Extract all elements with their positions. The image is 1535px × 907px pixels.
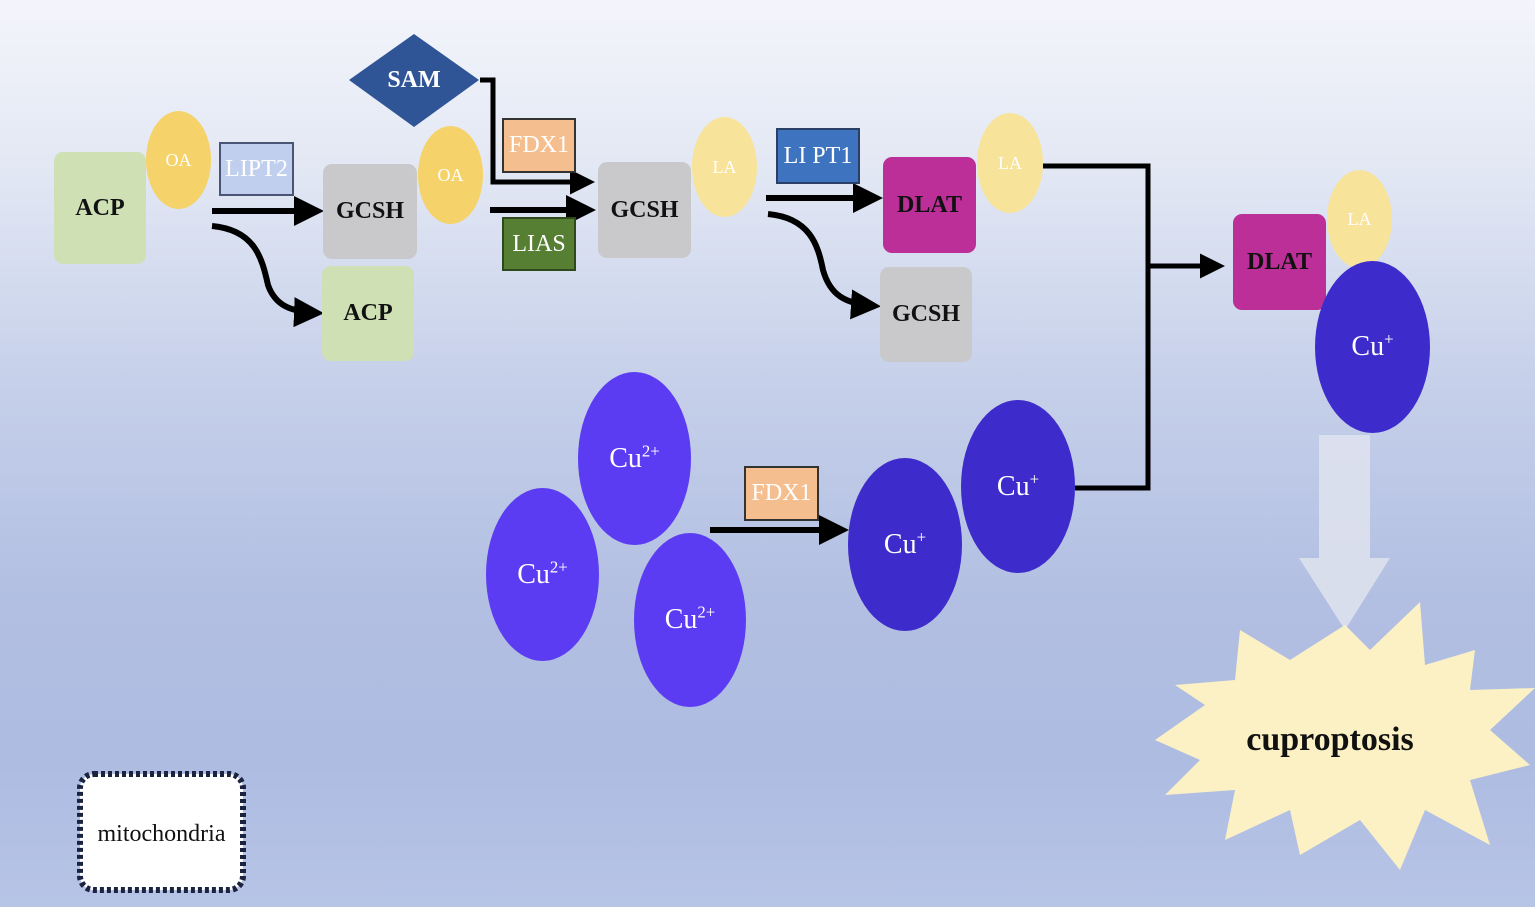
lipt1-enzyme: LI PT1 (776, 128, 860, 184)
acp-bottom-node: ACP (322, 266, 414, 361)
gcsh-3-label: GCSH (891, 301, 960, 327)
arrow-sam-to-gcsh (480, 77, 595, 195)
sam-diamond (349, 34, 479, 127)
gcsh-2-node: GCSH (598, 162, 691, 258)
cuproptosis-arrow (1299, 435, 1390, 630)
gcsh-1-node: GCSH (323, 164, 417, 259)
cu2-ion-3: Cu2+ (634, 533, 746, 707)
acp-bottom-label: ACP (343, 300, 393, 326)
dlat-1-label: DLAT (897, 191, 962, 218)
lipt2-enzyme: LIPT2 (219, 142, 294, 196)
cu2-ion-1-label: Cu2+ (609, 441, 660, 474)
dlat-2-node: DLAT (1233, 214, 1326, 310)
arrow-gcsh-release (767, 211, 881, 320)
gcsh-3-node: GCSH (880, 267, 972, 362)
fdx1-top-label: FDX1 (508, 132, 569, 158)
cu1-ion-2: Cu+ (961, 400, 1075, 573)
cu2-ion-1: Cu2+ (578, 372, 691, 545)
cu2-ion-3-label: Cu2+ (664, 602, 716, 635)
oa-2-node: OA (418, 126, 483, 224)
la-3-node: LA (1327, 170, 1392, 268)
dlat-2-label: DLAT (1247, 248, 1312, 275)
oa-2-label: OA (437, 164, 464, 185)
lipt2-label: LIPT2 (225, 155, 288, 182)
cu1-bound-label: Cu+ (1351, 329, 1394, 362)
line-dlat-to-junction (1043, 163, 1151, 491)
lias-label: LIAS (512, 230, 566, 257)
cu1-ion-1: Cu+ (848, 458, 962, 631)
la-2-node: LA (977, 113, 1043, 213)
acp-left-label: ACP (75, 194, 125, 221)
la-3-label: LA (1347, 208, 1372, 229)
mitochondria-border (77, 771, 246, 893)
cu2-ion-2-label: Cu2+ (517, 557, 568, 590)
lipt1-label: LI PT1 (783, 142, 853, 169)
lias-enzyme: LIAS (502, 217, 576, 271)
cu2-ion-2: Cu2+ (486, 488, 599, 661)
cuproptosis-label: cuproptosis (1246, 721, 1414, 758)
oa-1-label: OA (165, 149, 192, 170)
acp-left-node: ACP (54, 152, 146, 264)
dlat-1-node: DLAT (883, 157, 976, 253)
fdx1-bottom-label: FDX1 (751, 480, 812, 506)
cu1-bound-node: Cu+ (1315, 261, 1430, 433)
sam-label: SAM (387, 66, 441, 93)
fdx1-bottom-enzyme: FDX1 (744, 466, 819, 521)
la-1-node: LA (692, 117, 757, 217)
cu1-ion-2-label: Cu+ (996, 469, 1040, 502)
fdx1-top-enzyme: FDX1 (502, 118, 576, 173)
gcsh-2-label: GCSH (610, 196, 679, 223)
arrow-acp-release (211, 223, 324, 328)
la-2-label: LA (998, 152, 1022, 173)
gcsh-1-label: GCSH (335, 198, 404, 224)
la-1-label: LA (712, 156, 737, 177)
cu1-ion-1-label: Cu+ (883, 527, 927, 560)
mitochondria-label: mitochondria (97, 820, 226, 847)
oa-1-node: OA (146, 111, 211, 209)
sam-node: SAM (374, 58, 454, 102)
cuproptosis-burst (1155, 602, 1535, 870)
